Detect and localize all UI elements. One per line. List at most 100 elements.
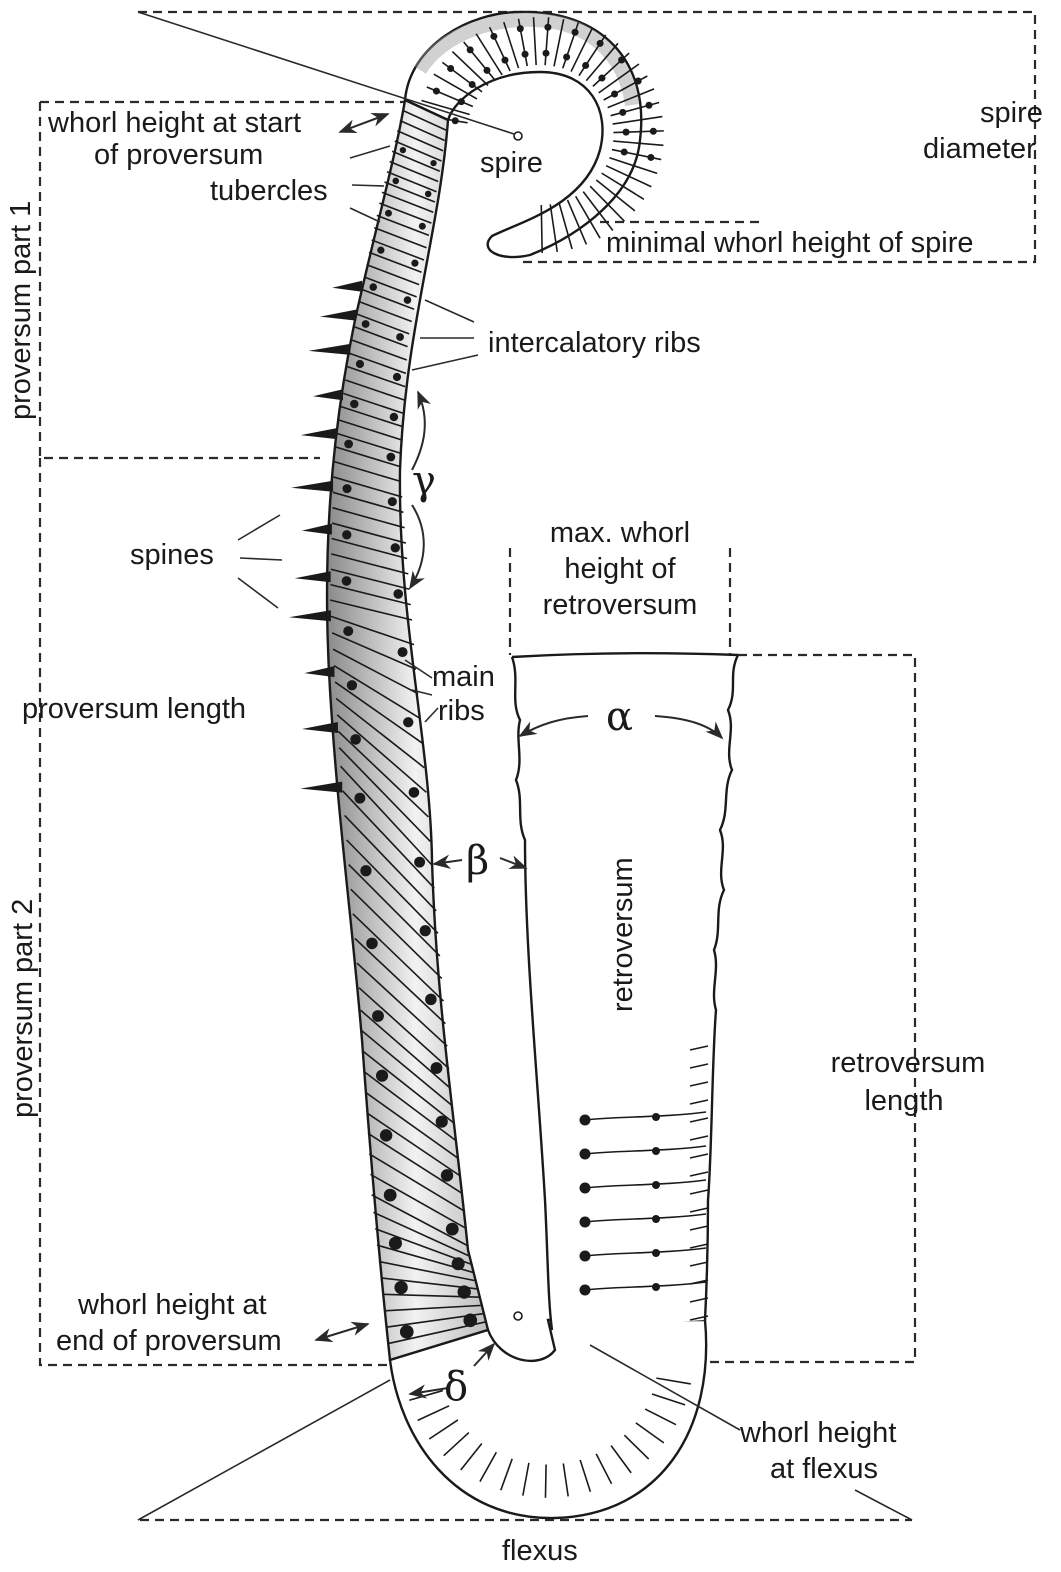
spire-rib bbox=[609, 157, 658, 175]
retroversum-ribs bbox=[584, 1045, 709, 1321]
proversum-rib bbox=[353, 325, 408, 348]
gamma-label: γ bbox=[412, 458, 436, 504]
spine bbox=[288, 610, 331, 622]
beta-arrow-left bbox=[432, 854, 463, 869]
minimal-whorl-height-label: minimal whorl height of spire bbox=[606, 227, 973, 259]
tubercle bbox=[354, 792, 366, 804]
spire-tubercle bbox=[582, 61, 590, 69]
proversum-rib bbox=[339, 765, 434, 867]
proversum-rib bbox=[363, 1071, 457, 1142]
spire-tubercles bbox=[424, 23, 657, 161]
tubercle bbox=[342, 484, 352, 494]
proversum-rib bbox=[356, 962, 448, 1047]
tubercle bbox=[425, 993, 437, 1006]
flexus-rib bbox=[544, 1464, 547, 1498]
tubercle bbox=[389, 412, 399, 422]
whorl-height-start-label-1: whorl height at start bbox=[47, 107, 301, 139]
spire-tubercle bbox=[432, 87, 440, 95]
retroversum-rib bbox=[689, 1117, 709, 1123]
spire-tubercle bbox=[521, 50, 529, 58]
delta-arrow-right bbox=[473, 1342, 496, 1367]
tubercle bbox=[403, 296, 412, 304]
retroversum-rib bbox=[689, 1315, 709, 1321]
spire-tubercle bbox=[447, 65, 455, 73]
main-ribs-label-1: main bbox=[432, 661, 495, 693]
tubercle bbox=[377, 246, 385, 254]
retroversum-tubercle bbox=[652, 1181, 660, 1189]
spire-tubercle bbox=[457, 98, 465, 106]
proversum-rib bbox=[365, 1091, 459, 1160]
proversum-rib bbox=[378, 1260, 476, 1282]
spire-label: spire bbox=[480, 147, 543, 179]
proversum-rib bbox=[354, 937, 446, 1025]
tubercle bbox=[393, 589, 404, 599]
spine bbox=[308, 343, 351, 355]
proversum-rib bbox=[368, 1153, 465, 1212]
proversum-rib bbox=[333, 476, 403, 498]
spine bbox=[294, 571, 331, 583]
proversum-rib bbox=[331, 553, 409, 575]
retroversum-label: retroversum bbox=[607, 857, 639, 1012]
flexus-rib bbox=[635, 1422, 665, 1444]
tubercle bbox=[457, 1285, 471, 1299]
max-whorl-label-2: height of bbox=[564, 553, 676, 585]
spine bbox=[300, 781, 343, 793]
tubercle bbox=[418, 222, 426, 230]
spire-tubercle bbox=[620, 148, 628, 156]
whorl-height-flexus-label-1: whorl height bbox=[739, 1417, 896, 1449]
retroversum-rib bbox=[689, 1099, 709, 1105]
tubercle bbox=[342, 530, 352, 540]
spire-rib bbox=[566, 199, 588, 245]
retroversum-main-rib bbox=[584, 1145, 707, 1155]
spire-tubercle bbox=[618, 56, 626, 64]
proversum-rib bbox=[333, 460, 402, 483]
tubercle bbox=[445, 1222, 459, 1236]
tubercle bbox=[344, 439, 353, 449]
flexus-rib bbox=[522, 1462, 530, 1496]
spire-tubercle bbox=[468, 81, 476, 89]
spire-diameter-frame bbox=[138, 10, 1037, 264]
proversum-rib bbox=[360, 1009, 452, 1090]
proversum-rib bbox=[394, 140, 442, 162]
tubercle bbox=[440, 1169, 454, 1182]
tubercle bbox=[463, 1313, 478, 1328]
spines-label: spines bbox=[130, 539, 214, 571]
flexus-rib bbox=[428, 1419, 459, 1440]
proversum-rib bbox=[349, 352, 407, 375]
proversum-rib bbox=[384, 1304, 482, 1312]
spire-tubercle bbox=[649, 127, 657, 135]
proversum-rib bbox=[361, 288, 415, 310]
tubercles-label: tubercles bbox=[210, 175, 328, 207]
retroversum bbox=[510, 652, 740, 1331]
spire-rib bbox=[549, 204, 559, 252]
proversum-rib bbox=[366, 263, 420, 286]
spire-tubercle bbox=[542, 49, 550, 57]
flexus-rib bbox=[479, 1451, 498, 1483]
spine bbox=[301, 523, 332, 535]
flexus-rib bbox=[579, 1459, 592, 1492]
proversum-rib bbox=[348, 864, 441, 957]
whorl-height-flexus-label-2: at flexus bbox=[770, 1453, 878, 1485]
proversum-rib bbox=[366, 1112, 461, 1177]
tubercle bbox=[394, 1280, 408, 1295]
spire-rib bbox=[607, 88, 655, 109]
flexus-rib bbox=[595, 1453, 613, 1485]
proversum-shaft bbox=[288, 98, 490, 1362]
flexus-center-point bbox=[513, 1311, 523, 1321]
retroversum-main-rib bbox=[584, 1179, 707, 1189]
spire-tubercle bbox=[544, 23, 552, 31]
proversum-rib bbox=[379, 202, 432, 224]
proversum-rib bbox=[342, 392, 404, 415]
retroversum-rib bbox=[689, 1171, 709, 1177]
proversum-rib bbox=[329, 599, 413, 621]
proversum-rib bbox=[336, 432, 402, 455]
spire-rib bbox=[503, 21, 520, 69]
tubercle bbox=[386, 452, 396, 462]
tubercle bbox=[430, 160, 437, 167]
proversum-rib bbox=[389, 160, 439, 183]
spine bbox=[304, 666, 335, 678]
spire-rib bbox=[605, 164, 652, 188]
gamma-arrow-down bbox=[409, 504, 425, 590]
proversum-rib bbox=[332, 506, 405, 529]
